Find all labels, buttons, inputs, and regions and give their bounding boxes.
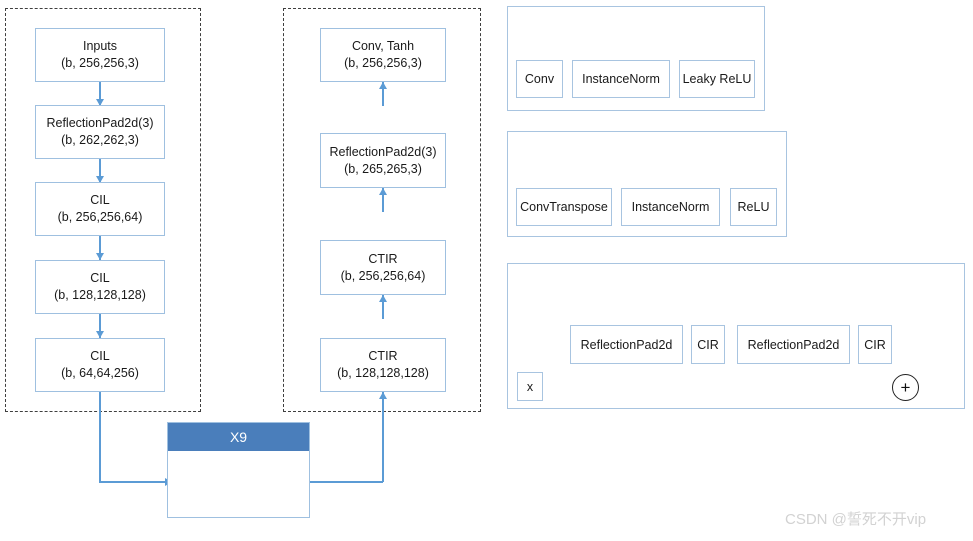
encoder-connector-4 bbox=[99, 314, 101, 338]
encoder-to-x9-horizontal bbox=[99, 481, 168, 483]
node-decoder-reflectionpad-name: ReflectionPad2d(3) bbox=[329, 144, 437, 159]
decoder-arrowhead-2 bbox=[378, 188, 387, 195]
node-decoder-reflectionpad[interactable]: ReflectionPad2d(3) (b, 265,265,3) bbox=[320, 133, 446, 188]
legend-chip-cil-leakyrelu[interactable]: Leaky ReLU bbox=[679, 60, 755, 98]
encoder-connector-2 bbox=[99, 159, 101, 183]
decoder-group-boundary bbox=[283, 8, 481, 412]
node-cil-2-name: CIL bbox=[90, 271, 110, 286]
node-conv-tanh-name: Conv, Tanh bbox=[351, 39, 415, 54]
node-cil-2-shape: (b, 128,128,128) bbox=[54, 288, 146, 302]
node-ctir-1[interactable]: CTIR (b, 256,256,64) bbox=[320, 240, 446, 295]
encoder-arrowhead-4 bbox=[95, 331, 104, 338]
node-inputs-name: Inputs bbox=[82, 39, 118, 54]
legend-chip-ctir-convtranspose[interactable]: ConvTranspose bbox=[516, 188, 612, 226]
encoder-connector-3 bbox=[99, 236, 101, 260]
x9-header-label: X9 bbox=[168, 423, 309, 451]
encoder-arrowhead-3 bbox=[95, 253, 104, 260]
node-ctir-1-name: CTIR bbox=[368, 251, 398, 266]
node-ctir-2-shape: (b, 128,128,128) bbox=[337, 366, 429, 380]
node-encoder-reflectionpad-name: ReflectionPad2d(3) bbox=[46, 116, 154, 131]
node-encoder-reflectionpad-shape: (b, 262,262,3) bbox=[61, 133, 139, 147]
decoder-connector-2 bbox=[382, 188, 384, 212]
node-cil-3[interactable]: CIL (b, 64,64,256) bbox=[35, 338, 165, 392]
legend-chip-cil-conv[interactable]: Conv bbox=[516, 60, 563, 98]
decoder-arrowhead-1 bbox=[378, 82, 387, 89]
residual-chip-reflectionpad2d-1[interactable]: ReflectionPad2d bbox=[570, 325, 683, 364]
residual-input-x[interactable]: x bbox=[517, 372, 543, 401]
x9-to-decoder-vertical bbox=[382, 392, 384, 482]
node-decoder-reflectionpad-shape: (b, 265,265,3) bbox=[344, 161, 422, 176]
watermark-text: CSDN @誓死不开vip bbox=[785, 511, 927, 528]
residual-chip-cir-2[interactable]: CIR bbox=[858, 325, 892, 364]
encoder-to-x9-vertical bbox=[99, 392, 101, 482]
node-cil-1-name: CIL bbox=[90, 193, 110, 208]
legend-chip-ctir-instancenorm[interactable]: InstanceNorm bbox=[621, 188, 720, 226]
node-inputs[interactable]: Inputs (b, 256,256,3) bbox=[35, 28, 165, 82]
node-ctir-1-shape: (b, 256,256,64) bbox=[340, 268, 426, 283]
node-ctir-2-name: CTIR bbox=[368, 349, 398, 364]
x9-repeat-container[interactable]: X9 Residual_block (b, 64,64,256) bbox=[167, 422, 310, 518]
node-cil-3-shape: (b, 64,64,256) bbox=[61, 366, 139, 380]
encoder-arrowhead-1 bbox=[95, 99, 104, 106]
decoder-arrowhead-3 bbox=[378, 295, 387, 302]
node-encoder-reflectionpad[interactable]: ReflectionPad2d(3) (b, 262,262,3) bbox=[35, 105, 165, 159]
residual-sum-node: + bbox=[892, 374, 919, 401]
node-cil-2[interactable]: CIL (b, 128,128,128) bbox=[35, 260, 165, 314]
encoder-arrowhead-2 bbox=[95, 176, 104, 183]
node-cil-1[interactable]: CIL (b, 256,256,64) bbox=[35, 182, 165, 236]
decoder-connector-3 bbox=[382, 295, 384, 319]
x9-to-decoder-arrowhead bbox=[378, 392, 387, 399]
node-conv-tanh-shape: (b, 256,256,3) bbox=[344, 56, 422, 70]
legend-chip-ctir-relu[interactable]: ReLU bbox=[730, 188, 777, 226]
node-inputs-shape: (b, 256,256,3) bbox=[61, 56, 139, 70]
node-ctir-2[interactable]: CTIR (b, 128,128,128) bbox=[320, 338, 446, 392]
x9-to-decoder-horizontal bbox=[310, 481, 383, 483]
residual-chip-reflectionpad2d-2[interactable]: ReflectionPad2d bbox=[737, 325, 850, 364]
node-conv-tanh[interactable]: Conv, Tanh (b, 256,256,3) bbox=[320, 28, 446, 82]
decoder-connector-1 bbox=[382, 82, 384, 106]
encoder-group-boundary bbox=[5, 8, 201, 412]
legend-chip-cil-instancenorm[interactable]: InstanceNorm bbox=[572, 60, 670, 98]
encoder-connector-1 bbox=[99, 82, 101, 106]
node-cil-3-name: CIL bbox=[90, 349, 110, 364]
residual-chip-cir-1[interactable]: CIR bbox=[691, 325, 725, 364]
node-cil-1-shape: (b, 256,256,64) bbox=[57, 210, 143, 224]
